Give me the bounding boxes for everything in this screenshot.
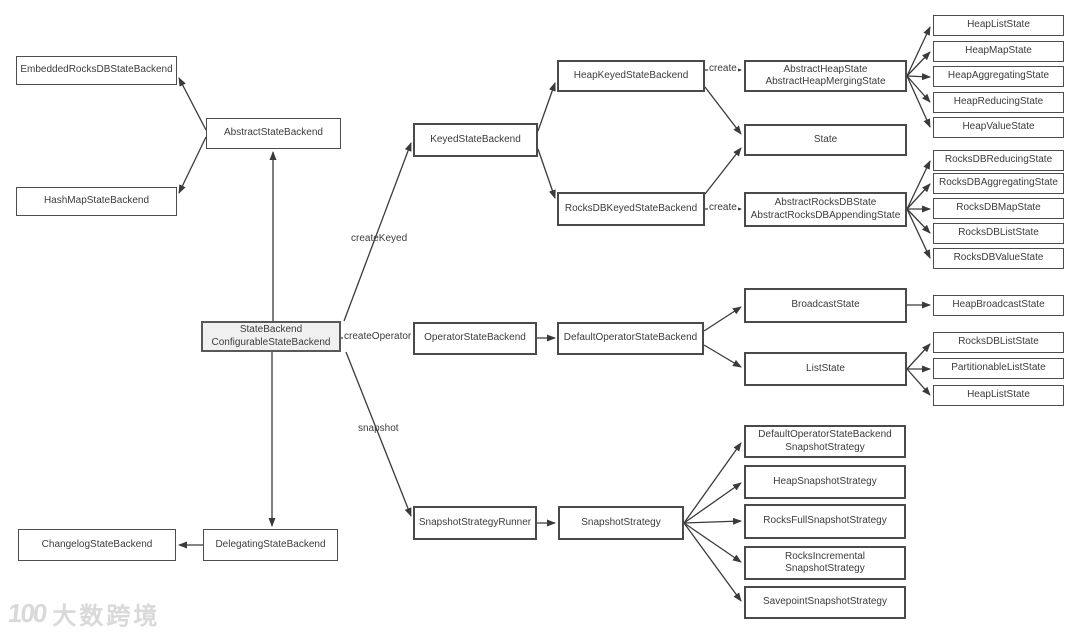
node-default-operator-state-backend: DefaultOperatorStateBackend bbox=[557, 322, 704, 355]
node-broadcast-state: BroadcastState bbox=[744, 288, 907, 323]
node-list-state: ListState bbox=[744, 352, 907, 386]
edge-label-create-heap: create bbox=[708, 63, 738, 74]
node-abstract-rocksdb-state: AbstractRocksDBState AbstractRocksDBAppe… bbox=[744, 192, 907, 227]
edge-strategy-fan-5 bbox=[683, 522, 742, 602]
edge-keyed-to-rocksdbkeyed bbox=[537, 148, 556, 199]
edge-default-to-broadcast bbox=[703, 306, 742, 332]
edge-abstract-to-embedded bbox=[178, 77, 207, 131]
edge-label-create-keyed: createKeyed bbox=[351, 233, 408, 244]
node-heap-list-state: HeapListState bbox=[933, 15, 1064, 36]
edge-strategy-fan-2 bbox=[683, 482, 742, 524]
edge-strategy-fan-3 bbox=[683, 517, 742, 525]
node-snapshot-strategy-runner: SnapshotStrategyRunner bbox=[413, 506, 537, 540]
node-rocksdb-reducing-state: RocksDBReducingState bbox=[933, 150, 1064, 171]
edge-rocks-fan-5 bbox=[906, 208, 931, 259]
edge-list-fan-1 bbox=[906, 343, 931, 370]
edge-heap-fan-4 bbox=[906, 75, 931, 103]
edge-keyed-to-heapkeyed bbox=[537, 82, 556, 132]
edge-rocks-fan-2 bbox=[906, 183, 931, 210]
node-heap-reducing-state: HeapReducingState bbox=[933, 92, 1064, 113]
edge-snapshot bbox=[345, 351, 412, 517]
node-snapshot-strategy: SnapshotStrategy bbox=[558, 506, 684, 540]
edge-strategy-fan-1 bbox=[683, 442, 742, 524]
node-keyed-state-backend: KeyedStateBackend bbox=[413, 123, 538, 157]
node-rocksdb-list-state: RocksDBListState bbox=[933, 223, 1064, 244]
edge-label-snapshot: snapshot bbox=[358, 423, 399, 434]
node-heap-aggregating-state: HeapAggregatingState bbox=[933, 66, 1064, 87]
node-hash-map-state-backend: HashMapStateBackend bbox=[16, 187, 177, 216]
edge-rocksdbkeyed-to-state bbox=[704, 147, 742, 195]
node-savepoint-snapshot-strategy: SavepointSnapshotStrategy bbox=[744, 586, 906, 619]
edge-list-fan-3 bbox=[906, 368, 931, 396]
edge-heap-fan-3 bbox=[906, 73, 931, 81]
edge-heap-fan-5 bbox=[906, 75, 931, 128]
watermark-logo-icon: 100 bbox=[6, 598, 48, 628]
edge-createkeyed bbox=[343, 142, 412, 322]
node-rocks-incremental-snapshot-strategy: RocksIncremental SnapshotStrategy bbox=[744, 546, 906, 580]
node-heap-broadcast-state: HeapBroadcastState bbox=[933, 295, 1064, 316]
edge-label-create-operator: createOperator bbox=[343, 331, 413, 342]
node-heap-snapshot-strategy: HeapSnapshotStrategy bbox=[744, 465, 906, 499]
edge-heap-fan-2 bbox=[906, 51, 931, 77]
edge-default-to-liststate bbox=[703, 344, 742, 368]
node-default-operator-snapshot-strategy: DefaultOperatorStateBackend SnapshotStra… bbox=[744, 425, 906, 458]
node-embedded-rocksdb-state-backend: EmbeddedRocksDBStateBackend bbox=[16, 56, 177, 85]
edge-strategy-fan-4 bbox=[683, 522, 742, 563]
node-state-backend: StateBackend ConfigurableStateBackend bbox=[201, 321, 341, 352]
watermark: 100 大数跨境 bbox=[6, 596, 161, 631]
edge-rocks-fan-1 bbox=[906, 160, 931, 210]
node-abstract-state-backend: AbstractStateBackend bbox=[206, 118, 341, 149]
node-heap-value-state: HeapValueState bbox=[933, 117, 1064, 138]
node-operator-state-backend: OperatorStateBackend bbox=[413, 322, 537, 355]
node-rocksdb-list-state-2: RocksDBListState bbox=[933, 332, 1064, 353]
edge-heap-fan-1 bbox=[906, 26, 931, 77]
watermark-text: 大数跨境 bbox=[52, 603, 161, 630]
node-delegating-state-backend: DelegatingStateBackend bbox=[203, 529, 338, 561]
edge-abstract-to-hashmap bbox=[178, 136, 207, 194]
node-state: State bbox=[744, 124, 907, 156]
node-rocksdb-map-state: RocksDBMapState bbox=[933, 198, 1064, 219]
node-heap-map-state: HeapMapState bbox=[933, 41, 1064, 62]
node-partitionable-list-state: PartitionableListState bbox=[933, 358, 1064, 379]
node-abstract-heap-state: AbstractHeapState AbstractHeapMergingSta… bbox=[744, 60, 907, 92]
node-rocks-full-snapshot-strategy: RocksFullSnapshotStrategy bbox=[744, 504, 906, 539]
edge-rocks-fan-4 bbox=[906, 208, 931, 234]
node-rocksdb-keyed-state-backend: RocksDBKeyedStateBackend bbox=[557, 192, 705, 226]
node-changelog-state-backend: ChangelogStateBackend bbox=[18, 529, 176, 561]
node-heap-keyed-state-backend: HeapKeyedStateBackend bbox=[557, 60, 705, 92]
edge-heapkeyed-to-state bbox=[704, 86, 742, 135]
node-rocksdb-value-state: RocksDBValueState bbox=[933, 248, 1064, 269]
node-rocksdb-aggregating-state: RocksDBAggregatingState bbox=[933, 173, 1064, 194]
node-heap-list-state-2: HeapListState bbox=[933, 385, 1064, 406]
edge-label-create-rocks: create bbox=[708, 202, 738, 213]
